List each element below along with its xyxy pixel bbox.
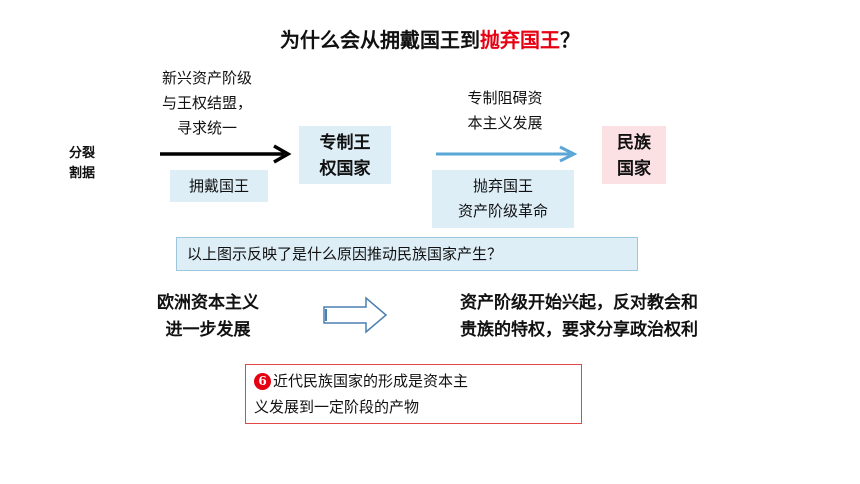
- support-king-box: 拥戴国王: [170, 170, 268, 202]
- cause-line-2: 进一步发展: [165, 320, 251, 340]
- cause-text: 欧洲资本主义 进一步发展: [128, 290, 288, 344]
- split-label-line-2: 割据: [68, 166, 95, 181]
- effect-text: 资产阶级开始兴起，反对教会和 贵族的特权，要求分享政治权利: [414, 290, 744, 344]
- title-highlight: 抛弃国王: [480, 28, 560, 52]
- abandon-box-line-2: 资产阶级革命: [457, 202, 548, 220]
- nation-state-box: 民族 国家: [602, 126, 666, 184]
- effect-line-1: 资产阶级开始兴起，反对教会和: [460, 293, 698, 313]
- nation-state-line-2: 国家: [617, 159, 651, 179]
- hinders-note-line-2: 本主义发展: [467, 114, 543, 132]
- black-arrow: [160, 144, 292, 164]
- autocratic-state-line-1: 专制王: [319, 133, 371, 153]
- split-label-line-1: 分裂: [68, 146, 95, 161]
- autocratic-state-box: 专制王 权国家: [299, 126, 391, 184]
- nation-state-line-1: 民族: [617, 133, 651, 153]
- autocratic-state-line-2: 权国家: [319, 159, 371, 179]
- cause-line-1: 欧洲资本主义: [157, 293, 259, 313]
- number-six-marker-icon: 6: [254, 373, 271, 390]
- abandon-box-line-1: 抛弃国王: [472, 177, 533, 195]
- title-part-3: ？: [560, 28, 580, 52]
- blue-arrow: [436, 145, 578, 163]
- alliance-note-line-2: 与王权结盟，: [161, 94, 252, 112]
- abandon-king-box: 抛弃国王 资产阶级革命: [432, 170, 574, 228]
- effect-line-2: 贵族的特权，要求分享政治权利: [460, 320, 698, 340]
- question-box: 以上图示反映了是什么原因推动民族国家产生？: [176, 237, 638, 271]
- hinders-note-line-1: 专制阻碍资: [467, 89, 543, 107]
- page-title: 为什么会从拥戴国王到抛弃国王？: [0, 24, 860, 53]
- split-label: 分裂 割据: [52, 144, 112, 184]
- alliance-note-line-3: 寻求统一: [176, 119, 237, 137]
- conclusion-line-2: 义发展到一定阶段的产物: [254, 398, 420, 416]
- alliance-note-line-1: 新兴资产阶级: [161, 69, 252, 87]
- title-part-1: 为什么会从拥戴国王到: [280, 28, 480, 52]
- conclusion-text-1: 近代民族国家的形成是资本主: [273, 372, 469, 390]
- hollow-right-arrow-icon: [323, 296, 388, 334]
- autocracy-hinders-note: 专制阻碍资 本主义发展: [430, 86, 580, 136]
- bourgeoisie-alliance-note: 新兴资产阶级 与王权结盟， 寻求统一: [142, 66, 272, 141]
